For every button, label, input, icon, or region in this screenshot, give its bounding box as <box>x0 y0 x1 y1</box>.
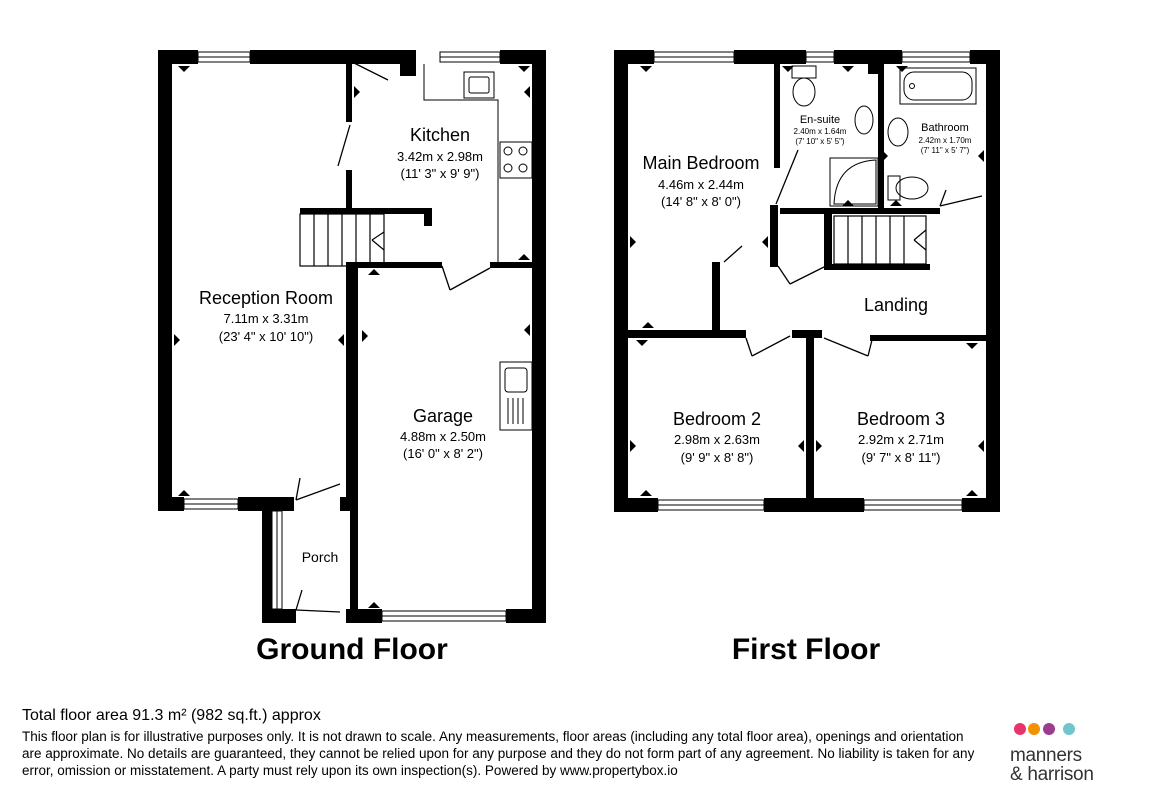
total-floor-area: Total floor area 91.3 m² (982 sq.ft.) ap… <box>22 707 321 724</box>
room-name-landing: Landing <box>864 295 928 315</box>
room-metric-kitchen: 3.42m x 2.98m <box>397 149 483 164</box>
room-name-en-suite: En-suite <box>800 114 840 126</box>
logo-dot-pink <box>1014 723 1026 735</box>
ensuite-basin <box>854 105 874 135</box>
logo-text-line2: & harrison <box>1010 764 1094 785</box>
room-metric-bathroom: 2.42m x 1.70m <box>919 136 972 145</box>
room-name-reception-room: Reception Room <box>199 288 333 308</box>
logo-dot-purple <box>1042 723 1055 735</box>
room-imperial-kitchen: (11' 3" x 9' 9") <box>401 166 480 181</box>
ground-floor-windows <box>183 51 507 622</box>
kitchen-sink <box>463 71 495 99</box>
first-floor-windows <box>653 51 971 511</box>
bathroom-basin <box>887 117 909 147</box>
logo-dot-teal <box>1063 723 1076 735</box>
first-floor-walls <box>614 50 1000 512</box>
room-imperial-bathroom: (7' 11" x 5' 7") <box>921 146 970 155</box>
ground-floor-labels: Kitchen 3.42m x 2.98m (11' 3" x 9' 9") R… <box>199 125 486 666</box>
bathroom-toilet <box>895 176 929 200</box>
hob <box>499 141 533 179</box>
room-name-garage: Garage <box>413 406 473 426</box>
room-imperial-bedroom-3: (9' 7" x 8' 11") <box>862 450 941 465</box>
room-name-bedroom-3: Bedroom 3 <box>857 409 945 429</box>
first-floor-doors <box>723 149 983 357</box>
logo-text-line1: manners <box>1010 745 1082 766</box>
floor-plan: Kitchen 3.42m x 2.98m (11' 3" x 9' 9") R… <box>158 50 1000 666</box>
room-metric-main-bedroom: 4.46m x 2.44m <box>658 177 744 192</box>
first-floor-labels: Main Bedroom 4.46m x 2.44m (14' 8" x 8' … <box>642 114 971 666</box>
footer: Total floor area 91.3 m² (982 sq.ft.) ap… <box>22 706 982 779</box>
ensuite-cistern <box>791 65 817 79</box>
ground-floor-stairs <box>299 213 385 267</box>
room-name-porch: Porch <box>302 549 339 565</box>
logo-dot-orange <box>1028 723 1041 735</box>
first-floor-plan <box>614 50 1000 512</box>
room-imperial-en-suite: (7' 10" x 5' 5") <box>795 137 845 146</box>
room-metric-bedroom-3: 2.92m x 2.71m <box>858 432 944 447</box>
room-name-main-bedroom: Main Bedroom <box>642 153 759 173</box>
room-metric-reception-room: 7.11m x 3.31m <box>223 311 308 326</box>
disclaimer-text: This floor plan is for illustrative purp… <box>22 729 975 778</box>
garage-sink <box>499 361 533 431</box>
kitchen-fittings <box>423 64 533 431</box>
floor-title-ground: Ground Floor <box>256 633 448 666</box>
first-floor-stairs <box>833 215 927 265</box>
bath <box>899 67 977 105</box>
ground-floor-doors <box>295 61 491 613</box>
room-name-kitchen: Kitchen <box>410 125 470 145</box>
ground-floor-markers <box>174 66 530 608</box>
first-floor-markers <box>630 66 984 496</box>
room-metric-bedroom-2: 2.98m x 2.63m <box>674 432 760 447</box>
room-metric-en-suite: 2.40m x 1.64m <box>794 127 847 136</box>
ground-floor-walls <box>158 50 546 623</box>
room-imperial-bedroom-2: (9' 9" x 8' 8") <box>681 450 754 465</box>
logo-dots <box>1014 722 1120 740</box>
room-name-bathroom: Bathroom <box>921 122 969 134</box>
ensuite-toilet <box>792 77 816 107</box>
room-metric-garage: 4.88m x 2.50m <box>400 429 486 444</box>
ensuite-shower <box>833 159 877 205</box>
room-imperial-reception-room: (23' 4" x 10' 10") <box>219 329 313 344</box>
room-imperial-main-bedroom: (14' 8" x 8' 0") <box>661 194 741 209</box>
room-name-bedroom-2: Bedroom 2 <box>673 409 761 429</box>
room-imperial-garage: (16' 0" x 8' 2") <box>403 446 483 461</box>
ground-floor-plan <box>158 50 546 623</box>
floor-title-first: First Floor <box>732 633 881 666</box>
agent-logo: manners & harrison <box>1010 722 1120 784</box>
